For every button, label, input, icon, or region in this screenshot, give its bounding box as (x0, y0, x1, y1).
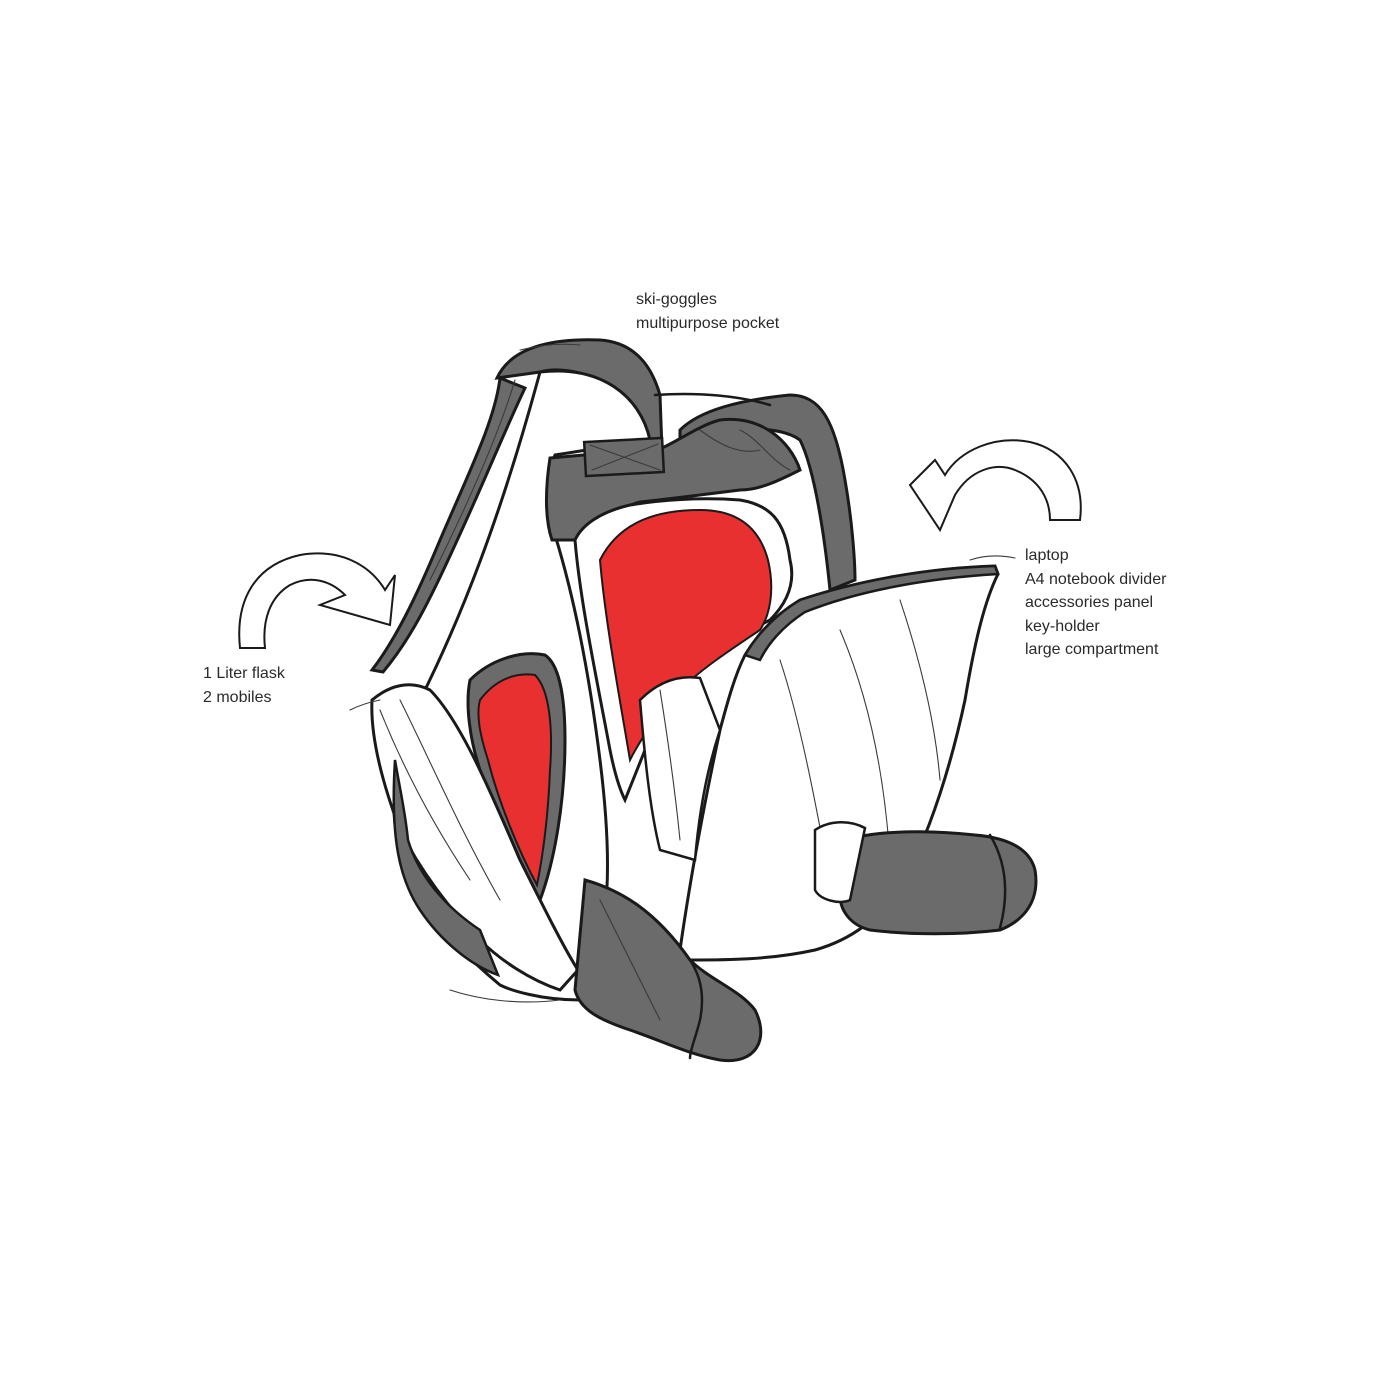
callout-top-line-2: multipurpose pocket (636, 314, 780, 332)
callout-top: ski-goggles multipurpose pocket (636, 288, 779, 335)
callout-top-line-1: ski-goggles (636, 291, 717, 308)
callout-left-line-2: 2 mobiles (203, 688, 272, 706)
rotate-arrow-left-icon (238, 552, 396, 649)
callout-right-line-1: laptop (1025, 547, 1069, 564)
callout-left-line-1: 1 Liter flask (203, 665, 285, 682)
shoulder-strap-right (813, 821, 1038, 936)
callout-right: laptop A4 notebook divider accessories p… (1025, 544, 1166, 662)
front-strap (573, 878, 763, 1063)
callout-right-line-3: accessories panel (1025, 594, 1154, 611)
front-flap (370, 683, 580, 992)
callout-right-line-2: A4 notebook divider (1025, 570, 1167, 588)
callout-right-line-4: key-holder (1025, 617, 1100, 635)
callout-left: 1 Liter flask 2 mobiles (203, 662, 285, 709)
rotate-arrow-right-icon (908, 439, 1082, 533)
laptop-divider-panel (638, 564, 1000, 962)
callout-right-line-5: large compartment (1025, 641, 1159, 658)
